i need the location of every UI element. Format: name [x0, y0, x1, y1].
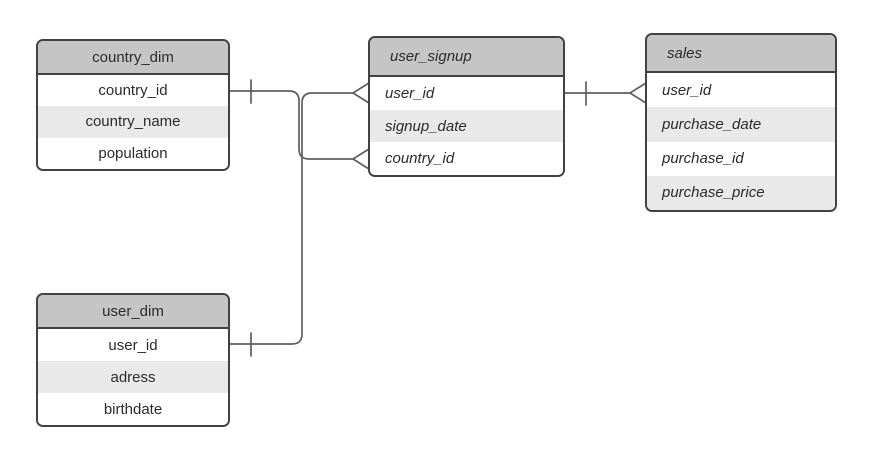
- field-country-name: country_name: [38, 106, 228, 138]
- field-adress: adress: [38, 361, 228, 393]
- connector-line: [229, 90, 354, 160]
- field-signup-date: signup_date: [370, 109, 563, 143]
- connector-country-dim-to-user-signup: [229, 79, 370, 170]
- field-user-id: user_id: [38, 329, 228, 361]
- field-purchase-id: purchase_id: [647, 141, 835, 176]
- entity-country-dim: country_dim country_id country_name popu…: [36, 39, 230, 171]
- crow-foot-many-marker: [628, 82, 647, 104]
- field-birthdate: birthdate: [38, 393, 228, 425]
- entity-user-signup: user_signup user_id signup_date country_…: [368, 36, 565, 177]
- field-purchase-date: purchase_date: [647, 107, 835, 142]
- entity-country-dim-title: country_dim: [38, 41, 228, 75]
- entity-sales-title: sales: [647, 35, 835, 73]
- entity-country-dim-fields: country_id country_name population: [38, 75, 228, 169]
- field-population: population: [38, 137, 228, 169]
- entity-sales-fields: user_id purchase_date purchase_id purcha…: [647, 73, 835, 210]
- field-country-id: country_id: [38, 75, 228, 107]
- entity-user-signup-title: user_signup: [370, 38, 563, 77]
- field-user-id: user_id: [647, 73, 835, 108]
- connector-line: [229, 92, 354, 345]
- field-user-id: user_id: [370, 77, 563, 110]
- crow-foot-many-marker: [351, 148, 370, 170]
- entity-user-signup-fields: user_id signup_date country_id: [370, 77, 563, 175]
- field-country-id: country_id: [370, 142, 563, 175]
- entity-user-dim-fields: user_id adress birthdate: [38, 329, 228, 425]
- connector-user-signup-to-sales: [564, 81, 647, 106]
- entity-user-dim-title: user_dim: [38, 295, 228, 329]
- entity-sales: sales user_id purchase_date purchase_id …: [645, 33, 837, 212]
- connector-user-dim-to-user-signup: [229, 82, 370, 357]
- field-purchase-price: purchase_price: [647, 175, 835, 210]
- entity-user-dim: user_dim user_id adress birthdate: [36, 293, 230, 427]
- crow-foot-many-marker: [351, 82, 370, 104]
